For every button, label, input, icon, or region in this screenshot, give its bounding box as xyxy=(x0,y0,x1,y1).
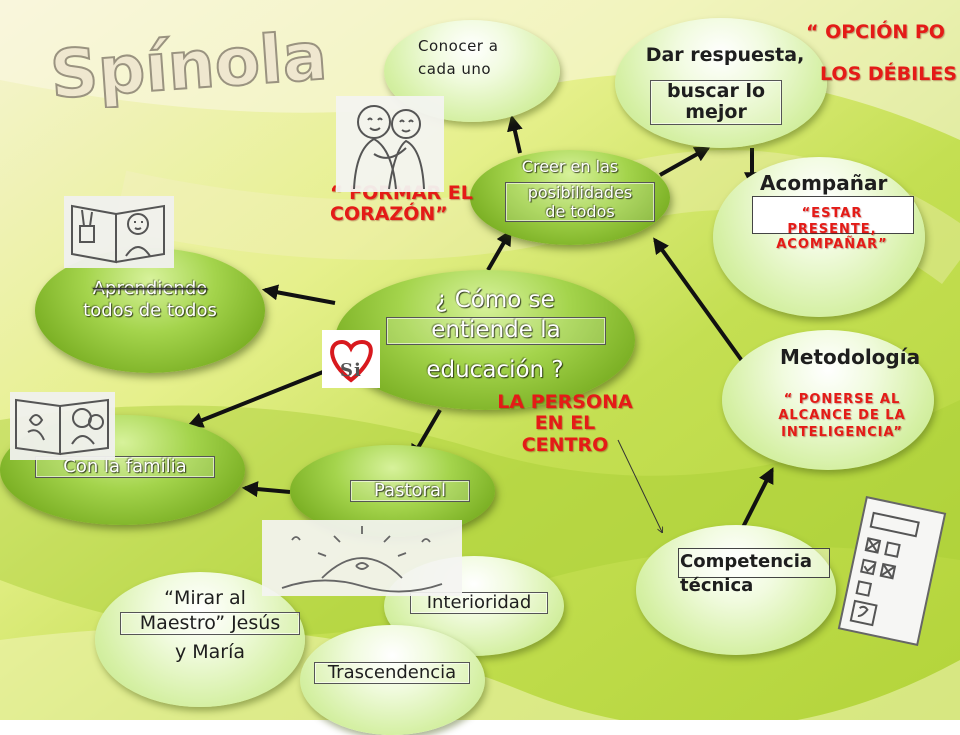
node-dar-label: Dar respuesta, xyxy=(640,44,810,66)
center-line-3: educación ? xyxy=(426,357,564,383)
trascendencia-label: Trascendencia xyxy=(314,662,470,685)
interioridad-label: Interioridad xyxy=(410,592,548,615)
aprendiendo-lines: Aprendiendo todos de todos xyxy=(65,278,235,321)
competencia-box xyxy=(678,548,830,578)
logo: Spínola xyxy=(47,18,331,108)
mirar-box: Maestro” Jesús xyxy=(120,612,300,636)
mirar-line-3: y María xyxy=(174,641,246,663)
node-creer xyxy=(470,150,670,245)
book-child-icon xyxy=(64,196,174,268)
arrow-creer-to-dar xyxy=(659,146,711,177)
friends-sketch-icon xyxy=(336,96,444,192)
label-persona-centro: LA PERSONA EN EL CENTRO xyxy=(480,391,650,456)
center-line-1: ¿ Cómo se xyxy=(435,287,555,313)
mirar-line-2: Maestro” Jesús xyxy=(139,612,281,634)
node-metodologia xyxy=(722,330,934,470)
heart-logo-icon: S i xyxy=(322,330,380,388)
acompanar-line-3: ACOMPAÑAR” xyxy=(776,237,888,253)
svg-text:i: i xyxy=(354,360,361,381)
pastoral-label: Pastoral xyxy=(350,480,470,503)
creer-box: posibilidades de todos xyxy=(505,182,655,223)
node-competencia xyxy=(636,525,836,655)
dar-line-3: mejor xyxy=(685,101,747,124)
metodologia-line-2: ALCANCE DE LA xyxy=(778,408,906,424)
creer-line-3: de todos xyxy=(545,202,615,222)
competencia-line-1: Competencia xyxy=(680,551,813,572)
checklist-icon xyxy=(837,496,947,646)
dar-line-2: buscar lo xyxy=(666,80,766,102)
node-aprendiendo xyxy=(35,248,265,373)
formar-line-2: CORAZÓN” xyxy=(330,203,448,226)
metodologia-lines: “ PONERSE AL ALCANCE DE LA INTELIGENCIA” xyxy=(752,392,932,441)
aprendiendo-line-1: Aprendiendo xyxy=(92,278,208,299)
competencia-line-2: técnica xyxy=(680,575,754,597)
svg-text:S: S xyxy=(340,360,353,381)
node-center xyxy=(335,270,635,410)
acompanar-title: Acompañar xyxy=(760,171,888,195)
opcion-line-1: “ OPCIÓN PO xyxy=(806,21,945,43)
node-acompanar xyxy=(713,157,925,317)
creer-line-1: Creer en las xyxy=(521,157,619,176)
arrow-persona-to-competencia xyxy=(617,439,662,532)
arrow-center-to-creer xyxy=(486,229,512,272)
acompanar-box xyxy=(752,196,914,234)
metodologia-title: Metodología xyxy=(780,345,921,369)
logo-text: Spínola xyxy=(48,18,330,108)
dar-box: buscar lo mejor xyxy=(650,80,782,125)
conocer-line-2: cada uno xyxy=(418,59,492,78)
acompanar-line-1: “ESTAR xyxy=(801,206,863,221)
center-line-2: entiende la xyxy=(431,317,561,343)
acompanar-lines: “ESTAR PRESENTE, ACOMPAÑAR” xyxy=(742,206,922,253)
metodologia-line-1: “ PONERSE AL xyxy=(783,392,901,407)
node-trascendencia xyxy=(300,625,485,735)
mirar-line-1: “Mirar al xyxy=(164,587,246,609)
arrow-pastoral-to-familia xyxy=(241,481,291,498)
book-heart-icon xyxy=(10,392,115,460)
sunrise-sketch-icon xyxy=(262,520,462,596)
connector-arrows xyxy=(187,114,774,544)
metodologia-line-3: INTELIGENCIA” xyxy=(781,424,903,440)
persona-line-1: LA PERSONA xyxy=(497,391,633,413)
creer-line-2: posibilidades xyxy=(527,183,633,202)
arrow-metodologia-to-creer xyxy=(653,237,747,367)
persona-line-2: EN EL xyxy=(534,412,596,435)
aprendiendo-line-2: todos de todos xyxy=(83,299,217,321)
persona-line-3: CENTRO xyxy=(521,433,609,456)
arrow-center-to-aprendiendo xyxy=(261,284,336,305)
conocer-line-1: Conocer a xyxy=(418,37,499,55)
competencia-lines: Competencia técnica xyxy=(680,550,812,599)
acompanar-line-2: PRESENTE, xyxy=(787,221,877,237)
familia-label: Con la familia xyxy=(35,456,215,479)
opcion-line-2: LOS DÉBILES xyxy=(820,62,957,85)
center-box: entiende la xyxy=(386,317,606,345)
arrow-creer-to-conocer xyxy=(507,114,523,154)
node-conocer-label: Conocer a cada uno xyxy=(418,38,498,78)
label-opcion-debiles: “ OPCIÓN PO LOS DÉBILES xyxy=(806,12,957,96)
arrow-center-to-familia xyxy=(187,368,329,428)
dar-line-1: Dar respuesta, xyxy=(645,44,805,66)
